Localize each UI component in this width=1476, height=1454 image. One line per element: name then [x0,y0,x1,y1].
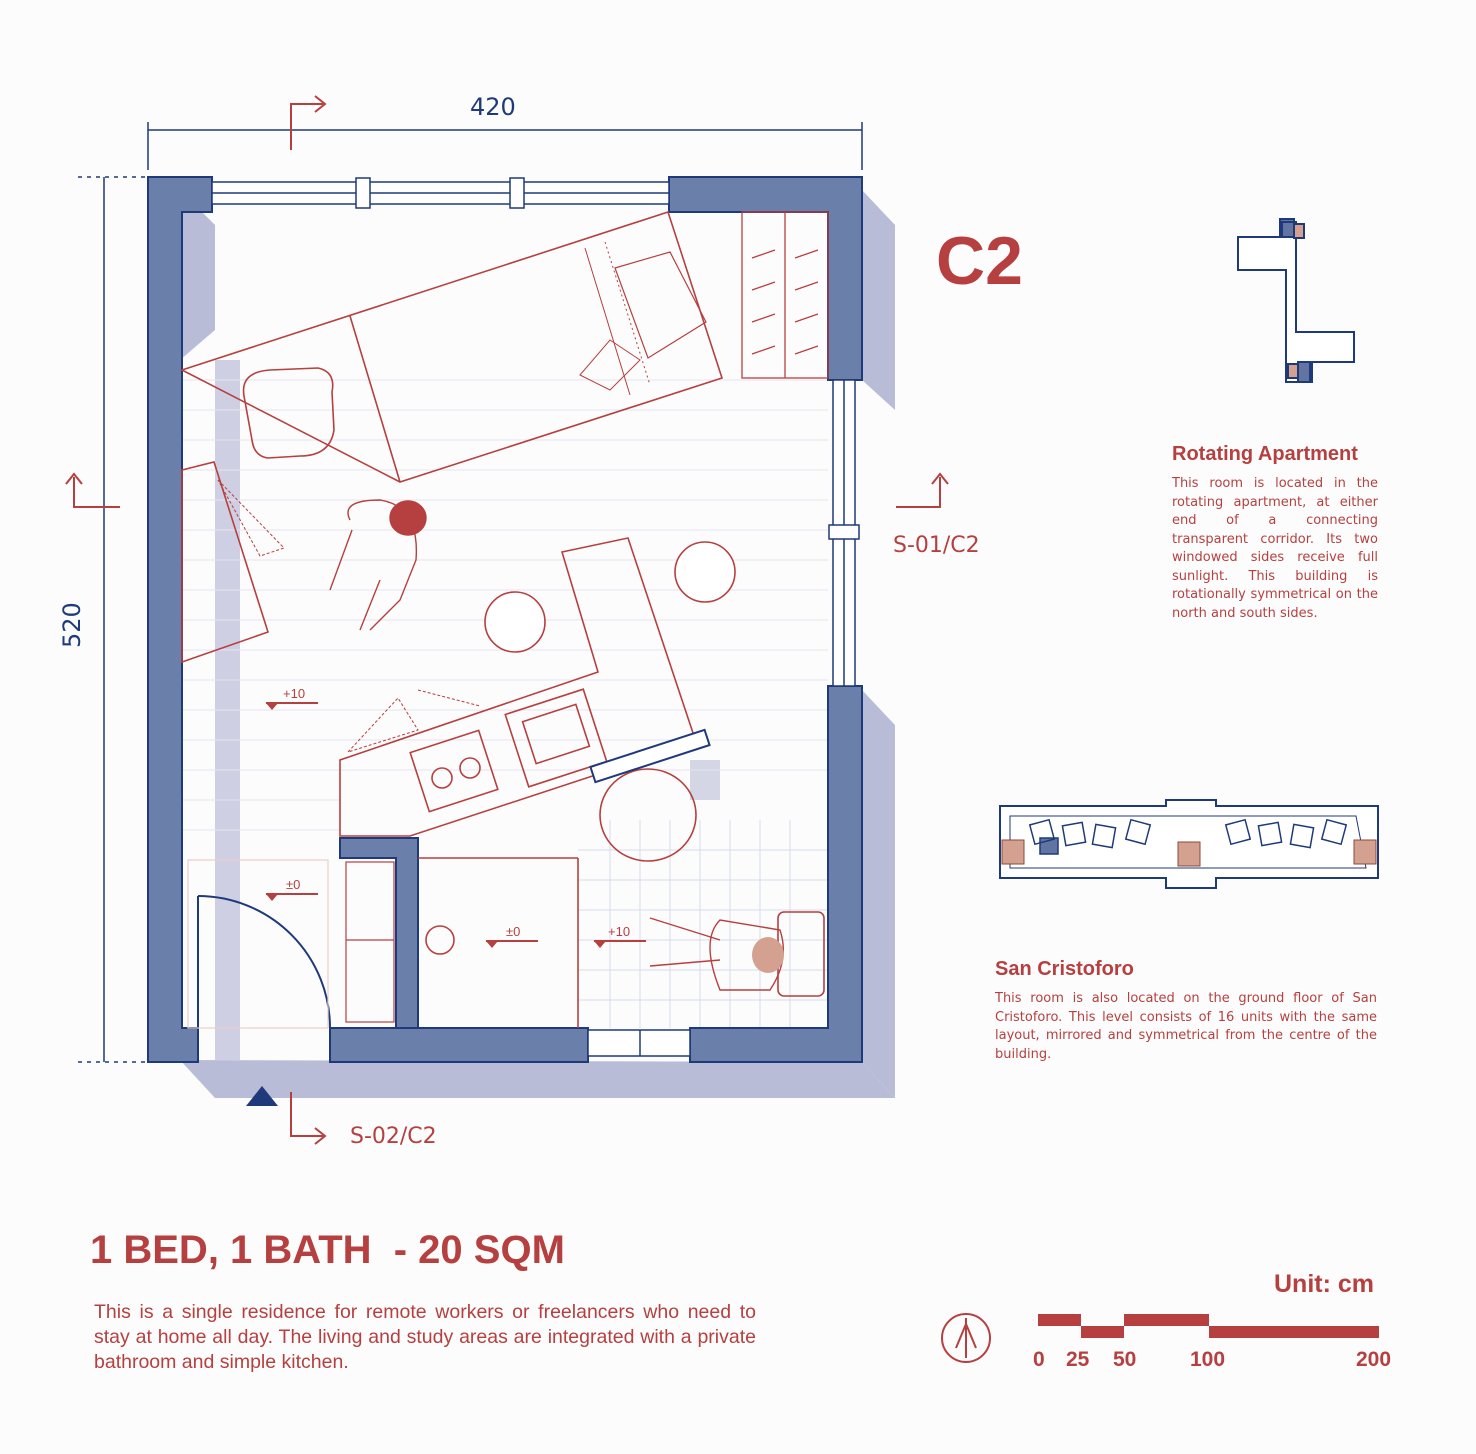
rotating-text: This room is located in the rotating apa… [1172,476,1378,621]
section-label-east: S-01/C2 [893,533,980,558]
floor-planks [182,379,828,831]
level-label: ±0 [286,877,301,892]
wardrobe [741,211,829,379]
unit-code: C2 [936,223,1023,299]
scale-tick: 100 [1190,1348,1226,1371]
desk [181,367,335,664]
san-cristoforo-text: This room is also located on the ground … [995,991,1377,1062]
scale-tick: 200 [1356,1348,1392,1371]
rotating-title: Rotating Apartment [1172,443,1358,465]
closet [187,859,395,1029]
wall-shadows [180,190,895,1098]
san-cristoforo-title: San Cristoforo [995,958,1134,980]
dimension-lines [78,122,863,1063]
unit-label: Unit: cm [1274,1270,1374,1298]
level-markers [266,702,646,948]
height-dimension: 520 [58,602,86,648]
north-arrow-icon [941,1313,991,1363]
level-label: ±0 [506,924,521,939]
windows [211,177,860,1057]
bed [179,210,724,483]
walls [147,176,863,1063]
person-sitting [649,917,785,991]
section-arrow-icon [65,95,949,1145]
bath-fixtures [418,728,825,1028]
entry-door [197,895,331,1029]
level-label: +10 [283,686,306,701]
key-plan-rotating [1237,218,1355,383]
scale-bar [1038,1314,1379,1338]
bath-tiles [578,820,828,1028]
kitchen-counter [339,537,698,837]
level-label: +10 [608,924,631,939]
person-standing [329,499,427,631]
key-plan-building [999,799,1379,889]
section-label-south: S-02/C2 [350,1124,437,1149]
scale-tick: 50 [1113,1348,1137,1371]
stools [484,541,736,653]
scale-tick: 25 [1066,1348,1090,1371]
summary-headline: 1 BED, 1 BATH - 20 SQM [90,1228,565,1272]
scale-tick: 0 [1033,1348,1045,1371]
entrance-triangle-icon [246,1086,278,1106]
summary-text: This is a single residence for remote wo… [94,1301,756,1373]
width-dimension: 420 [470,93,516,121]
